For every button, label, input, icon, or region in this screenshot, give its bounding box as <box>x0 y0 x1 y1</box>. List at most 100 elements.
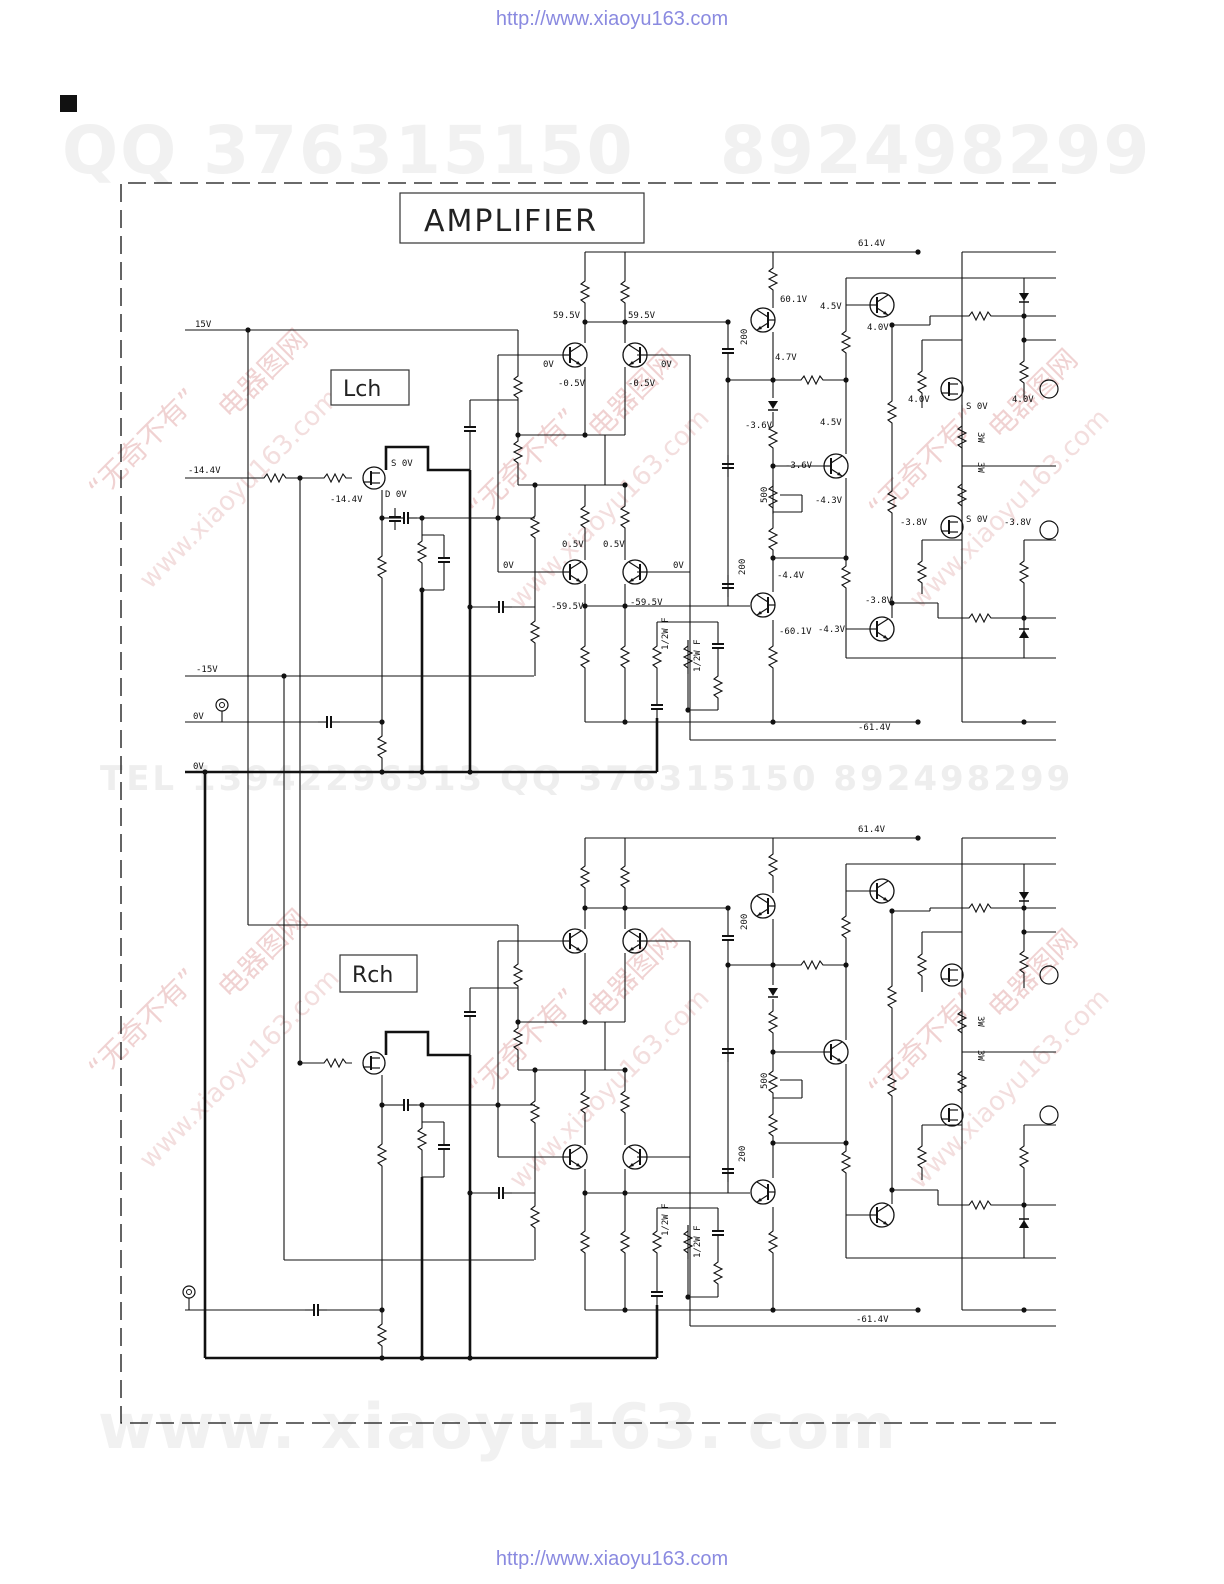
rch-bias-q <box>823 1039 849 1065</box>
svg-text:-0.5V: -0.5V <box>628 379 656 389</box>
lch-output-fet-p <box>940 377 964 401</box>
svg-text:-14.4V: -14.4V <box>330 495 363 505</box>
watermark-number: 892498299 <box>720 112 1152 189</box>
svg-text:200: 200 <box>738 1146 748 1162</box>
lch-predriver-n <box>869 616 895 642</box>
svg-text:3W: 3W <box>975 1016 985 1027</box>
svg-text:0V: 0V <box>673 561 684 571</box>
svg-text:-59.5V: -59.5V <box>630 598 663 608</box>
footer-url[interactable]: http://www.xiaoyu163.com <box>495 1548 729 1570</box>
rch-q4 <box>622 1144 648 1170</box>
input-jack-left[interactable] <box>215 698 229 712</box>
lch-q1 <box>562 342 588 368</box>
svg-text:3W: 3W <box>975 1050 985 1061</box>
lch-box <box>330 369 410 406</box>
rail-0v-ground: 0V <box>193 762 204 772</box>
lch-output-fet-n <box>940 515 964 539</box>
svg-text:59.5V: 59.5V <box>553 311 581 321</box>
rch-output-fet-n <box>940 1103 964 1127</box>
svg-text:-4.4V: -4.4V <box>777 571 805 581</box>
rch-box <box>339 954 418 993</box>
svg-text:61.4V: 61.4V <box>858 825 886 835</box>
header-url[interactable]: http://www.xiaoyu163.com <box>495 8 729 30</box>
title-box <box>399 192 645 244</box>
svg-text:0.5V: 0.5V <box>562 540 584 550</box>
board-outline <box>120 182 1056 1424</box>
svg-text:-3.8V: -3.8V <box>1004 518 1032 528</box>
rail-15v: 15V <box>195 320 212 330</box>
svg-text:0.5V: 0.5V <box>603 540 625 550</box>
svg-text:-3.6V: -3.6V <box>785 461 813 471</box>
svg-text:59.5V: 59.5V <box>628 311 656 321</box>
rail-neg14-4v: -14.4V <box>188 466 221 476</box>
svg-text:-3.8V: -3.8V <box>900 518 928 528</box>
lch-q2 <box>622 342 648 368</box>
rch-vas-q2 <box>750 1179 776 1205</box>
svg-text:1/2W F: 1/2W F <box>693 639 703 672</box>
svg-text:-0.5V: -0.5V <box>558 379 586 389</box>
svg-text:500: 500 <box>760 487 770 503</box>
wm-mid-row: TEL 13942296513 QQ 376315150 892498299 <box>100 759 1073 799</box>
svg-text:3W: 3W <box>975 462 985 473</box>
svg-text:500: 500 <box>760 1073 770 1089</box>
junction-dots <box>202 249 1027 1361</box>
svg-text:1/2W F: 1/2W F <box>661 617 671 650</box>
input-cap-left <box>317 715 341 729</box>
rail-neg15v: -15V <box>196 665 218 675</box>
svg-text:S 0V: S 0V <box>966 515 988 525</box>
svg-text:200: 200 <box>740 914 750 930</box>
diagonal-watermarks: “无奇不有” 电器图网 www.xiaoyu163.com “无奇不有” 电器图… <box>82 322 1116 1195</box>
svg-text:-59.5V: -59.5V <box>551 602 584 612</box>
svg-text:0V: 0V <box>661 360 672 370</box>
svg-text:4.0V: 4.0V <box>867 323 889 333</box>
watermark-site: www. xiaoyu163. com <box>98 1390 898 1463</box>
svg-text:4.0V: 4.0V <box>908 395 930 405</box>
rch-q1 <box>562 928 588 954</box>
svg-text:-60.1V: -60.1V <box>779 627 812 637</box>
ground-bus <box>185 445 659 1360</box>
svg-text:0V: 0V <box>503 561 514 571</box>
svg-text:S 0V: S 0V <box>966 402 988 412</box>
svg-text:-4.3V: -4.3V <box>818 625 846 635</box>
rch-input-fet <box>362 1051 386 1075</box>
svg-text:-61.4V: -61.4V <box>856 1315 889 1325</box>
lch-circuit: S 0V D 0V -14.4V <box>257 239 1059 772</box>
svg-text:200: 200 <box>738 559 748 575</box>
input-cap-right <box>304 1303 328 1317</box>
lch-q4 <box>622 559 648 585</box>
diagram-title: AMPLIFIER <box>424 204 598 239</box>
svg-text:4.5V: 4.5V <box>820 418 842 428</box>
svg-text:4.5V: 4.5V <box>820 302 842 312</box>
rch-predriver-p <box>869 878 895 904</box>
svg-text:1/2W F: 1/2W F <box>693 1225 703 1258</box>
svg-text:-3.8V: -3.8V <box>865 596 893 606</box>
wm-cn-tag-2: “无奇不有” <box>462 402 585 525</box>
svg-text:0V: 0V <box>543 360 554 370</box>
rail-0v-input: 0V <box>193 712 204 722</box>
svg-text:3W: 3W <box>975 432 985 443</box>
watermark-qq: QQ 376315150 <box>62 112 635 189</box>
svg-text:S 0V: S 0V <box>391 459 413 469</box>
lch-vas-q <box>750 307 776 333</box>
svg-text:-61.4V: -61.4V <box>858 723 891 733</box>
svg-text:1/2W F: 1/2W F <box>661 1203 671 1236</box>
rch-q3 <box>562 1144 588 1170</box>
section-bullet <box>60 95 77 112</box>
svg-text:60.1V: 60.1V <box>780 295 808 305</box>
svg-text:-4.3V: -4.3V <box>815 496 843 506</box>
wm-cn-tag-1: “无奇不有” <box>82 382 205 505</box>
rch-predriver-n <box>869 1202 895 1228</box>
input-jack-right[interactable] <box>182 1285 196 1299</box>
rch-output-fet-p <box>940 963 964 987</box>
channel-right-label: Rch <box>352 963 393 988</box>
lch-vas-q2 <box>750 592 776 618</box>
wm-cn-tag-5: “无奇不有” <box>462 982 585 1105</box>
rch-vas-q <box>750 893 776 919</box>
lch-input-fet <box>362 466 386 490</box>
lch-bias-q <box>823 453 849 479</box>
svg-text:D 0V: D 0V <box>385 490 407 500</box>
svg-text:-3.6V: -3.6V <box>745 421 773 431</box>
lch-predriver-p <box>869 292 895 318</box>
svg-text:200: 200 <box>740 329 750 345</box>
